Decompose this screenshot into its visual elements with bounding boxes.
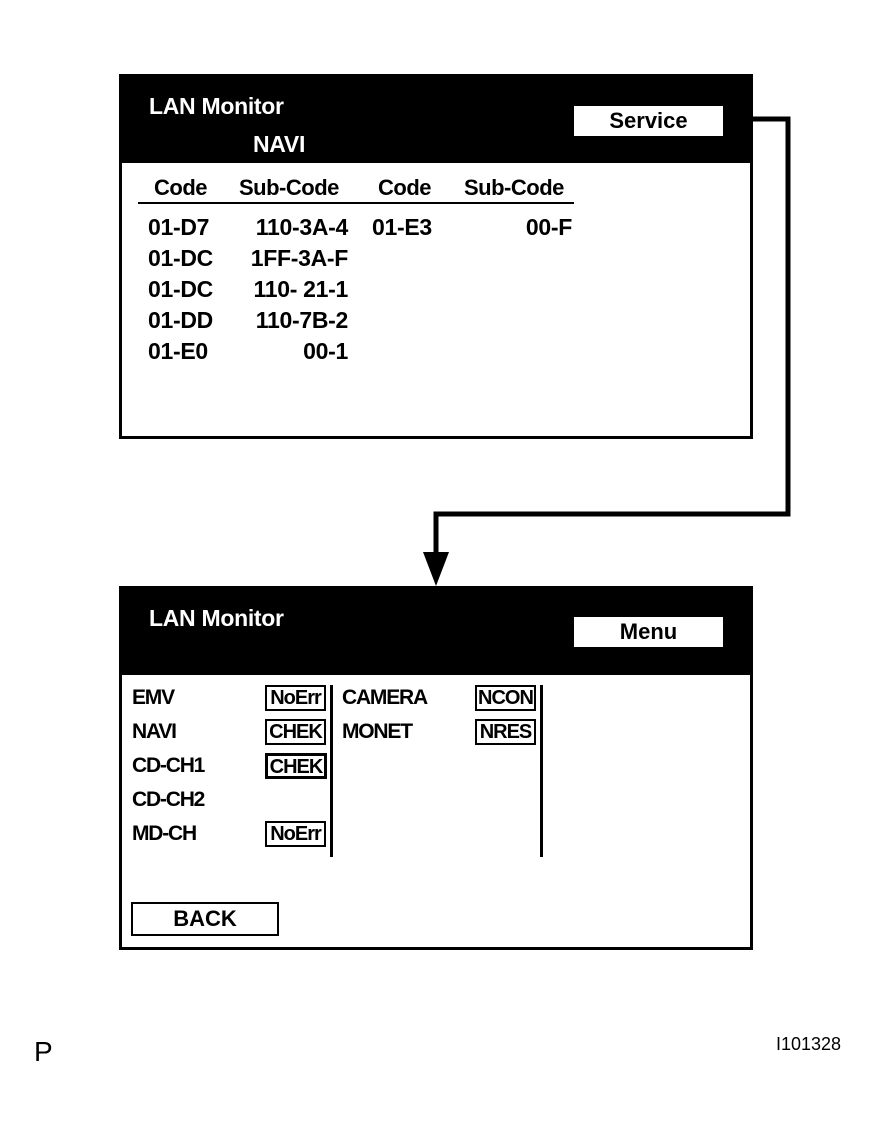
back-button[interactable]: BACK bbox=[131, 902, 279, 936]
column-divider-2 bbox=[540, 685, 543, 857]
device-label-emv: EMV bbox=[132, 686, 175, 709]
status-badge-camera[interactable]: NCON bbox=[475, 685, 536, 711]
column-header-subcode-1: Sub-Code bbox=[239, 175, 339, 200]
row-code: 01-D7 bbox=[148, 214, 210, 240]
status-badge-navi[interactable]: CHEK bbox=[265, 719, 326, 745]
row-code: 01-DC bbox=[148, 245, 213, 271]
figure-id: I101328 bbox=[776, 1034, 842, 1054]
column-header-subcode-2: Sub-Code bbox=[464, 175, 564, 200]
lan-monitor-screen: LAN Monitor Menu EMV NoErr NAVI CHEK CD-… bbox=[119, 586, 753, 950]
row-subcode: 00-1 bbox=[303, 338, 348, 364]
device-label-md-ch: MD-CH bbox=[132, 822, 197, 845]
page-mark: P bbox=[34, 1036, 53, 1067]
column-header-code-1: Code bbox=[154, 175, 208, 200]
status-badge-monet[interactable]: NRES bbox=[475, 719, 536, 745]
navi-screen-header: LAN Monitor NAVI Service bbox=[122, 77, 750, 163]
row-code: 01-DC bbox=[148, 276, 213, 302]
row-code: 01-E3 bbox=[372, 214, 432, 240]
device-label-cd-ch1: CD-CH1 bbox=[132, 754, 205, 777]
column-divider-1 bbox=[330, 685, 333, 857]
service-button[interactable]: Service bbox=[572, 104, 725, 138]
row-subcode: 110-3A-4 bbox=[255, 214, 349, 240]
row-subcode: 110- 21-1 bbox=[253, 276, 349, 302]
status-badge-cd-ch1[interactable]: CHEK bbox=[265, 753, 327, 779]
navi-screen-title: LAN Monitor bbox=[149, 93, 284, 119]
column-header-divider bbox=[138, 202, 574, 204]
device-label-navi: NAVI bbox=[132, 720, 177, 743]
device-label-cd-ch2: CD-CH2 bbox=[132, 788, 205, 811]
lan-screen-header: LAN Monitor Menu bbox=[122, 589, 750, 675]
navi-screen-subtitle: NAVI bbox=[253, 131, 306, 157]
row-subcode: 110-7B-2 bbox=[255, 307, 349, 333]
navi-detail-screen: LAN Monitor NAVI Service Code Sub-Code C… bbox=[119, 74, 753, 439]
row-code: 01-E0 bbox=[148, 338, 208, 364]
column-header-code-2: Code bbox=[378, 175, 432, 200]
status-badge-emv[interactable]: NoErr bbox=[265, 685, 326, 711]
row-subcode: 00-F bbox=[525, 214, 572, 240]
device-label-monet: MONET bbox=[342, 720, 413, 743]
lan-screen-title: LAN Monitor bbox=[149, 605, 284, 631]
status-badge-md-ch[interactable]: NoErr bbox=[265, 821, 326, 847]
device-label-camera: CAMERA bbox=[342, 686, 428, 709]
row-code: 01-DD bbox=[148, 307, 213, 333]
menu-button[interactable]: Menu bbox=[572, 615, 725, 649]
row-subcode: 1FF-3A-F bbox=[250, 245, 349, 271]
